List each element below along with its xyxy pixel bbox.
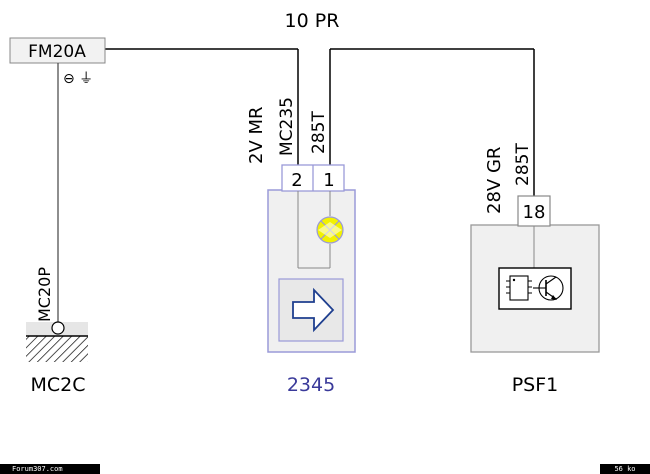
ground-connector: FM20A ⊖ ⏚: [9, 37, 106, 322]
wire-code-mc235: MC235: [277, 97, 297, 156]
footer-site: Forum307.com: [0, 464, 100, 474]
component-psf1-name: PSF1: [512, 374, 559, 396]
pin-18: 18: [523, 202, 546, 223]
ground-point: MC20P MC2C: [26, 267, 88, 396]
ground-connector-code: FM20A: [28, 42, 86, 62]
right-arrow-icon: [292, 287, 335, 333]
component-2345-name: 2345: [287, 374, 335, 396]
component-psf1: 18 PSF1: [470, 195, 600, 396]
component-2345: 2 1 2345: [267, 164, 356, 396]
pin-2: 2: [291, 170, 302, 191]
wire-signal-28v-gr: 28V GR: [484, 147, 505, 214]
ground-connector-box: [9, 37, 106, 64]
footer-size: 56 ko: [600, 464, 650, 474]
bus-label: 10 PR: [285, 10, 340, 32]
ground-wire-code: MC20P: [35, 267, 54, 322]
lamp-icon: [316, 216, 344, 244]
chip-icon: [506, 275, 532, 301]
ground-symbols: ⊖ ⏚: [63, 71, 93, 87]
wire-code-285t-b: 285T: [513, 143, 533, 186]
ground-terminal: [51, 321, 65, 335]
ground-hatch: [26, 336, 88, 362]
wire-signal-2v-mr: 2V MR: [246, 106, 267, 164]
wire-code-285t-a: 285T: [309, 111, 329, 154]
ground-point-name: MC2C: [30, 374, 85, 396]
transistor-icon: [533, 275, 564, 301]
pin-1: 1: [323, 170, 334, 191]
